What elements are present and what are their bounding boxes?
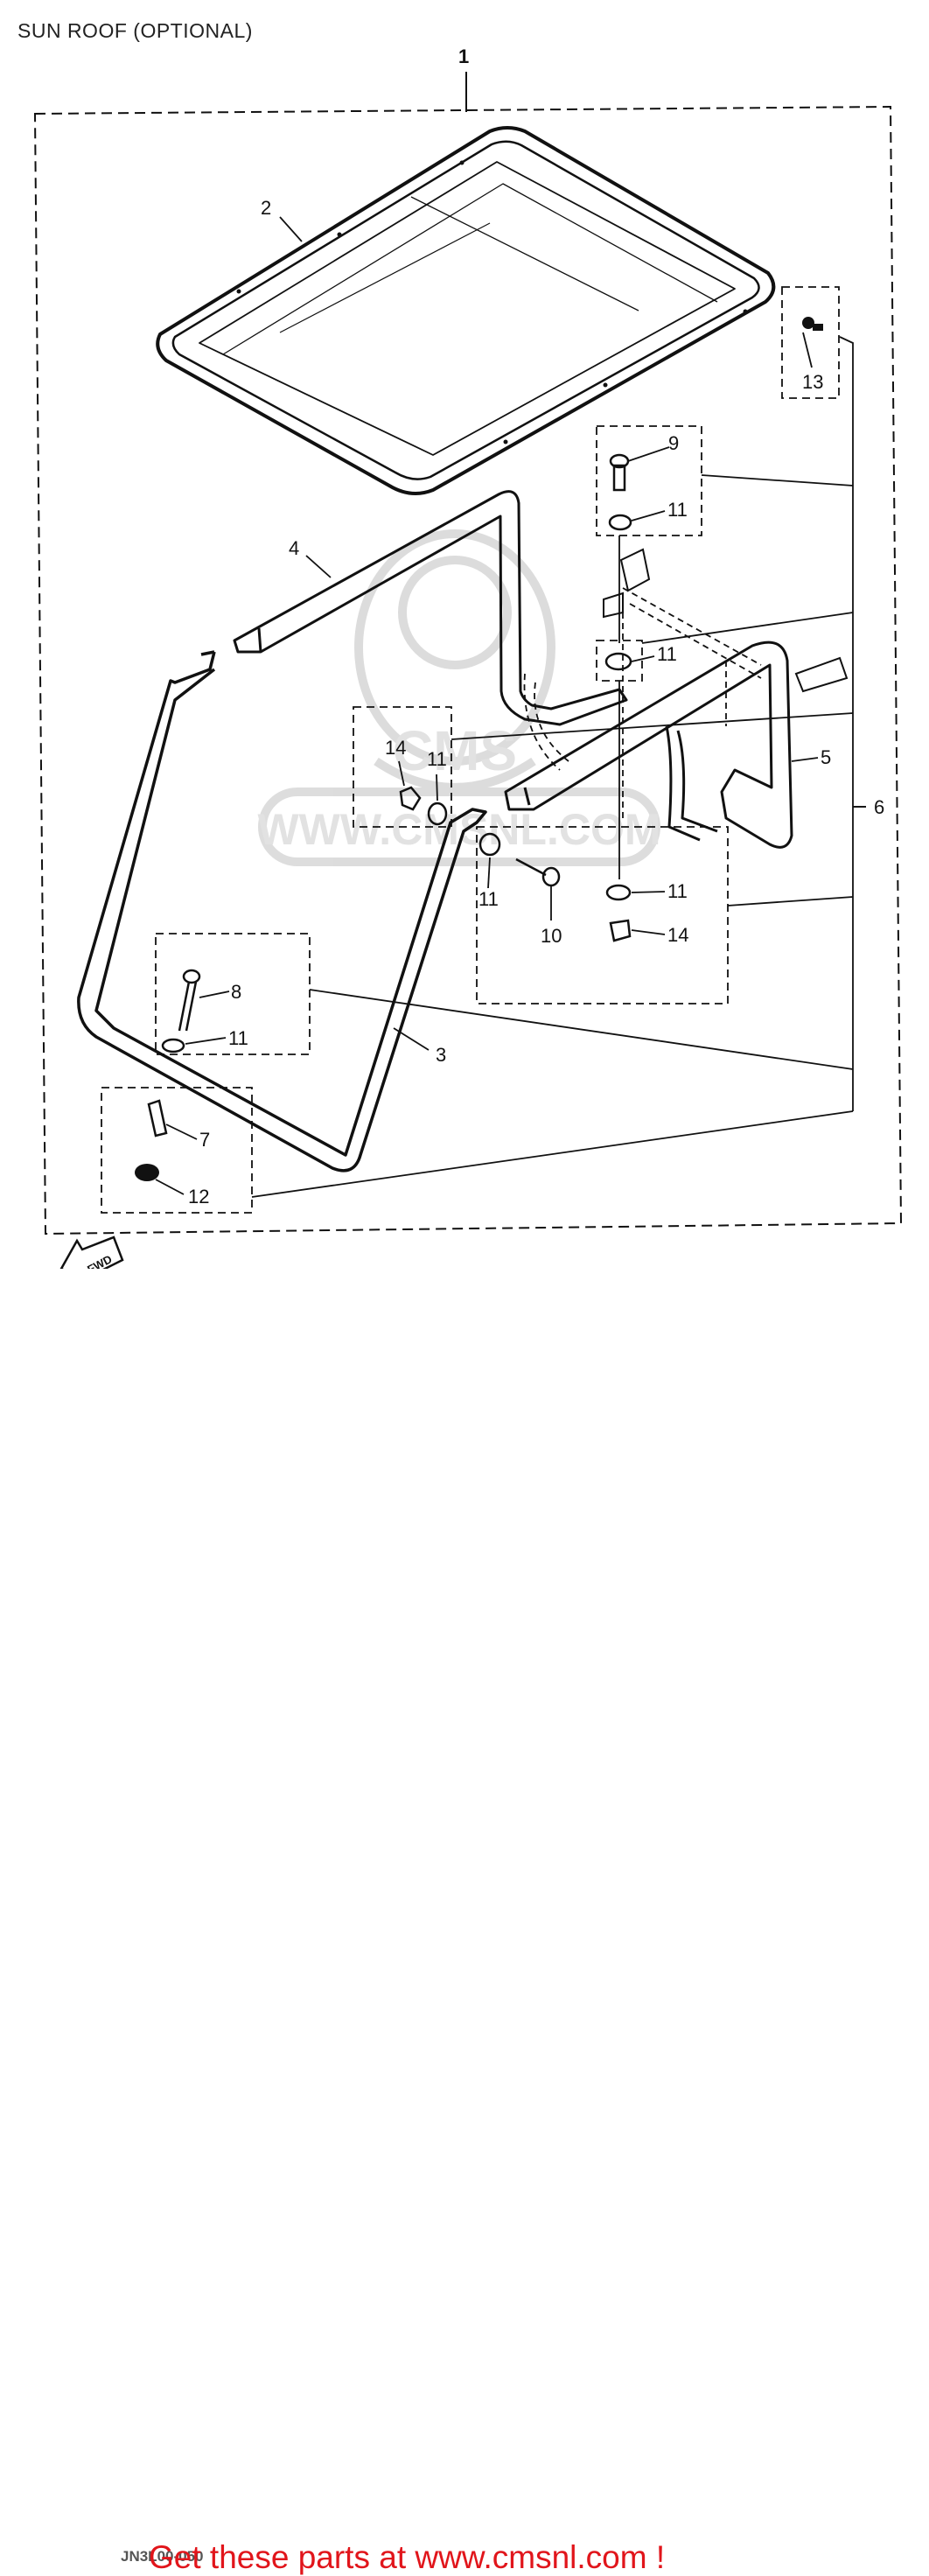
callout-4: 4 bbox=[289, 537, 299, 559]
group-lines bbox=[251, 336, 866, 1198]
lower-frame bbox=[77, 650, 487, 1172]
callout-2: 2 bbox=[261, 197, 271, 219]
sub-boxes bbox=[101, 286, 840, 1214]
part-7-collar bbox=[147, 1099, 168, 1138]
rear-frame bbox=[504, 640, 793, 849]
front-bar bbox=[233, 490, 628, 726]
page-title: SUN ROOF (OPTIONAL) bbox=[17, 19, 253, 42]
callout-7: 7 bbox=[199, 1129, 210, 1151]
sunroof-panel bbox=[156, 126, 776, 495]
callout-1: 1 bbox=[458, 46, 469, 67]
callout-11e: 11 bbox=[667, 880, 688, 902]
callout-8: 8 bbox=[231, 981, 241, 1003]
get-parts-link[interactable]: Get these parts at www.cmsnl.com ! bbox=[149, 2539, 666, 2575]
part-13-screw bbox=[802, 317, 823, 331]
rear-bracket bbox=[523, 587, 762, 822]
part-10-bolt bbox=[515, 858, 561, 887]
part-9-bolt bbox=[609, 453, 630, 492]
footer: JN3L00-050 Get these parts at www.cmsnl.… bbox=[0, 1269, 929, 2575]
callout-11d: 11 bbox=[478, 888, 499, 910]
callout-3: 3 bbox=[436, 1044, 446, 1066]
part-12-grommet bbox=[135, 1164, 159, 1181]
watermark-logo: CMS bbox=[393, 719, 517, 782]
assembly-boundary bbox=[33, 105, 903, 1236]
leader-lines bbox=[155, 216, 866, 1195]
callout-13: 13 bbox=[802, 371, 823, 393]
callout-11c: 11 bbox=[427, 748, 447, 770]
callout-11a: 11 bbox=[667, 499, 688, 521]
part-14-nuts bbox=[399, 786, 632, 942]
mount-plates bbox=[603, 548, 849, 693]
callout-14a: 14 bbox=[385, 737, 406, 759]
callout-10: 10 bbox=[541, 925, 562, 947]
callout-12: 12 bbox=[188, 1186, 209, 1208]
part-11-washers bbox=[161, 514, 632, 1054]
callout-5: 5 bbox=[821, 746, 831, 768]
callout-9: 9 bbox=[668, 432, 679, 454]
sunroof-rivets bbox=[236, 160, 748, 444]
fwd-arrow-icon: FWD bbox=[59, 1236, 124, 1269]
callout-labels: 1 2 13 9 11 4 11 14 11 5 6 11 11 10 14 8… bbox=[188, 46, 884, 1208]
callout-14b: 14 bbox=[667, 924, 688, 946]
watermark bbox=[258, 529, 660, 866]
callout-11b: 11 bbox=[657, 643, 677, 665]
part-8-bolt bbox=[178, 969, 201, 1032]
callout-11f: 11 bbox=[228, 1027, 248, 1049]
callout-6: 6 bbox=[874, 796, 884, 818]
parts-diagram: CMS WWW.CMSNL.COM bbox=[33, 46, 903, 1269]
